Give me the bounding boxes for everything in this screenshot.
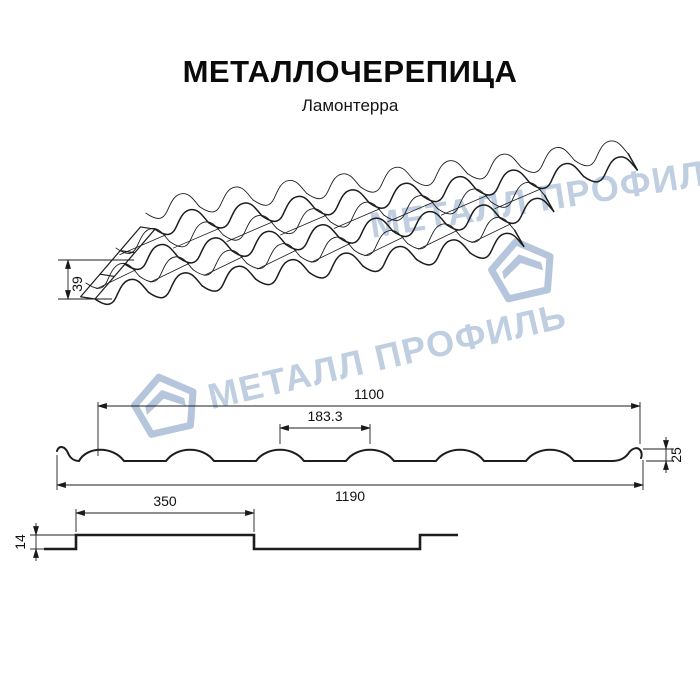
step-profile [44, 533, 458, 551]
dim-14 [30, 523, 76, 561]
dim-14-label: 14 [12, 534, 28, 550]
pan-lines [96, 188, 542, 290]
dim-350-label: 350 [153, 493, 177, 509]
page-subtitle: Ламонтерра [301, 96, 399, 115]
watermark-layer: МЕТАЛЛ ПРОФИЛЬ МЕТАЛЛ ПРОФИЛЬ [130, 148, 700, 437]
cross-section: 1100 183.3 25 119 [56, 386, 684, 504]
watermark-logo-center [130, 370, 201, 436]
dim-1100 [97, 402, 641, 456]
watermark-text-center: МЕТАЛЛ ПРОФИЛЬ [204, 295, 571, 417]
dim-1100-label: 1100 [354, 386, 384, 402]
perspective-view [80, 138, 639, 307]
dim-183-label: 183.3 [307, 408, 342, 424]
sheet-left-edge [80, 226, 156, 300]
dim-1190-label: 1190 [335, 488, 365, 504]
dim-1190 [56, 455, 644, 490]
dim-39 [58, 259, 134, 300]
sheet-right-edges [514, 153, 639, 248]
dim-25 [643, 437, 674, 473]
longitudinal-section: 350 14 [12, 493, 458, 561]
dim-350 [75, 509, 255, 532]
page-title: МЕТАЛЛОЧЕРЕПИЦА [182, 54, 518, 89]
header: МЕТАЛЛОЧЕРЕПИЦА Ламонтерра [0, 56, 700, 114]
profile-curve [56, 446, 643, 463]
dim-39-label: 39 [69, 276, 85, 292]
dim-25-label: 25 [668, 447, 684, 463]
tile-row-front [93, 231, 524, 305]
dim-183 [279, 424, 371, 444]
